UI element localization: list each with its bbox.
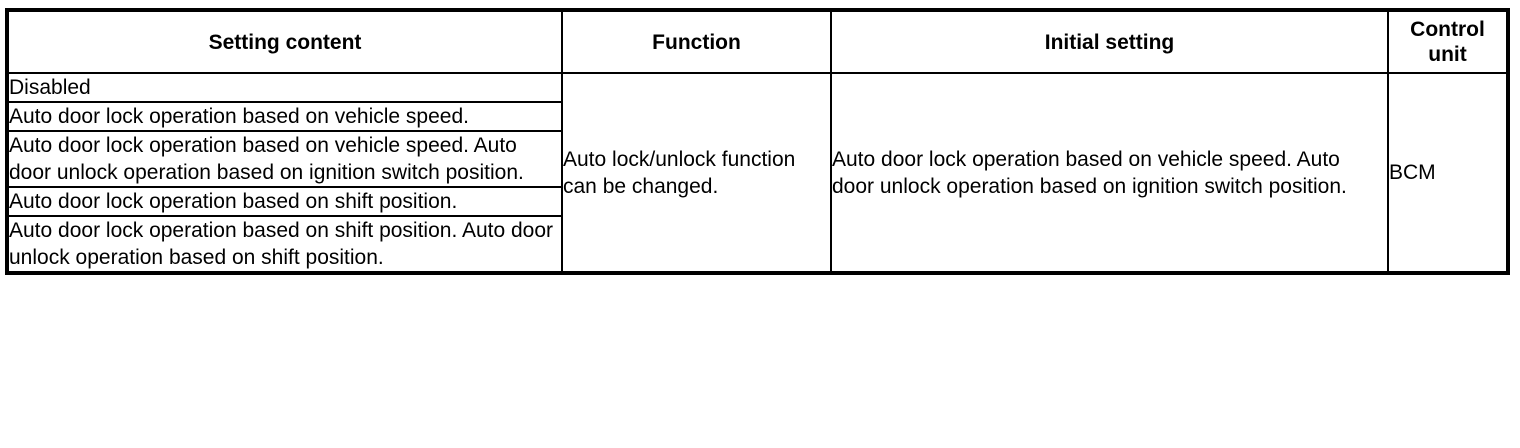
setting-content-text: Auto door lock operation based on vehicl… [9,134,524,184]
column-header-control-unit-label: Control unit [1410,18,1485,66]
table-row: Disabled Auto lock/unlock function can b… [6,72,1509,274]
column-header-initial-setting-label: Initial setting [1044,30,1175,54]
column-header-initial-setting: Initial setting [830,9,1389,74]
table-body: Disabled Auto lock/unlock function can b… [6,72,1509,274]
setting-content-cell: Auto door lock operation based on shift … [6,186,563,217]
column-header-control-unit: Control unit [1387,9,1509,74]
table-header: Setting content Function Initial setting… [6,9,1509,74]
setting-content-text: Auto door lock operation based on vehicl… [9,105,469,128]
control-unit-text: BCM [1389,161,1436,184]
initial-setting-cell: Auto door lock operation based on vehicl… [830,72,1389,274]
table-header-row: Setting content Function Initial setting… [6,9,1509,74]
table-row: Auto door lock operation based on vehicl… [6,130,1508,188]
column-header-function: Function [561,9,832,74]
table-row: Auto door lock operation based on shift … [6,186,1508,217]
column-header-function-label: Function [652,30,741,54]
setting-content-cell: Auto door lock operation based on shift … [6,215,563,274]
setting-content-text: Auto door lock operation based on shift … [9,219,554,269]
table-row: Auto door lock operation based on shift … [6,215,1508,274]
table-row: Auto door lock operation based on vehicl… [6,101,1508,132]
initial-setting-text: Auto door lock operation based on vehicl… [832,147,1347,198]
setting-content-cell: Auto door lock operation based on vehicl… [6,130,563,188]
setting-content-cell: Auto door lock operation based on vehicl… [6,101,563,132]
settings-specification-table: Setting content Function Initial setting… [5,8,1510,275]
column-header-setting-content-label: Setting content [208,30,362,54]
setting-content-text: Auto door lock operation based on shift … [9,190,458,213]
function-text: Auto lock/unlock function can be changed… [563,147,796,198]
column-header-setting-content: Setting content [6,9,563,74]
control-unit-cell: BCM [1387,72,1509,274]
setting-content-cell: Disabled [6,72,563,103]
setting-content-text: Disabled [9,76,91,99]
function-cell: Auto lock/unlock function can be changed… [561,72,832,274]
